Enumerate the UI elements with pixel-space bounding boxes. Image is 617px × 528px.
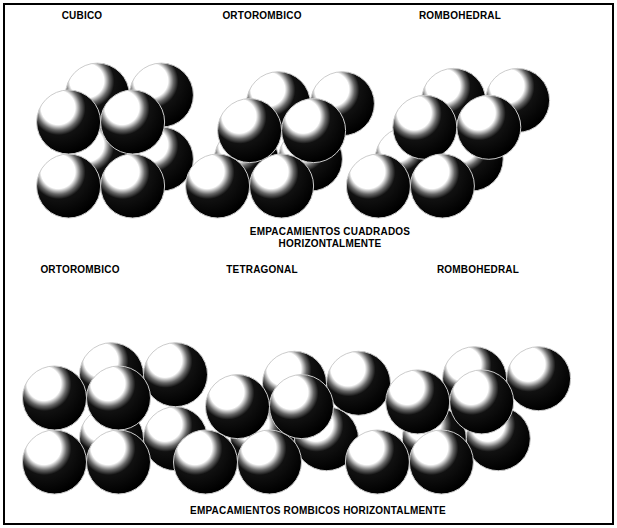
sphere-cluster [186,72,375,218]
caption: EMPACAMIENTOS ROMBICOS HORIZONTALMENTE [187,505,449,517]
sphere [450,370,514,434]
sphere [345,430,409,494]
sphere [37,154,101,218]
type-label: TETRAGONAL [226,264,297,276]
sphere [346,154,410,218]
sphere [101,90,165,154]
sphere [23,430,87,494]
sphere [101,154,165,218]
sphere-cluster [37,63,194,218]
sphere [87,430,151,494]
sphere [507,347,571,411]
sphere [250,154,314,218]
sphere [410,154,474,218]
sphere [327,351,391,415]
sphere [23,366,87,430]
type-label: ROMBOHEDRAL [437,264,519,276]
sphere [87,366,151,430]
sphere [270,375,334,439]
sphere [386,370,450,434]
sphere [282,99,346,163]
type-label: CUBICO [62,10,103,22]
sphere-cluster [346,68,549,218]
sphere [144,343,208,407]
sphere [409,430,473,494]
type-label: ORTOROMBICO [222,10,301,22]
caption: EMPACAMIENTOS CUADRADOS HORIZONTALMENTE [222,226,438,250]
type-label: ORTOROMBICO [40,264,119,276]
sphere [37,90,101,154]
sphere [393,95,457,159]
sphere [206,375,270,439]
sphere [238,430,302,494]
sphere-cluster [345,347,570,494]
sphere [186,154,250,218]
sphere [457,95,521,159]
sphere [218,99,282,163]
sphere [174,430,238,494]
sphere-groups [23,63,571,494]
frame-border [4,4,613,524]
type-label: ROMBOHEDRAL [419,10,501,22]
